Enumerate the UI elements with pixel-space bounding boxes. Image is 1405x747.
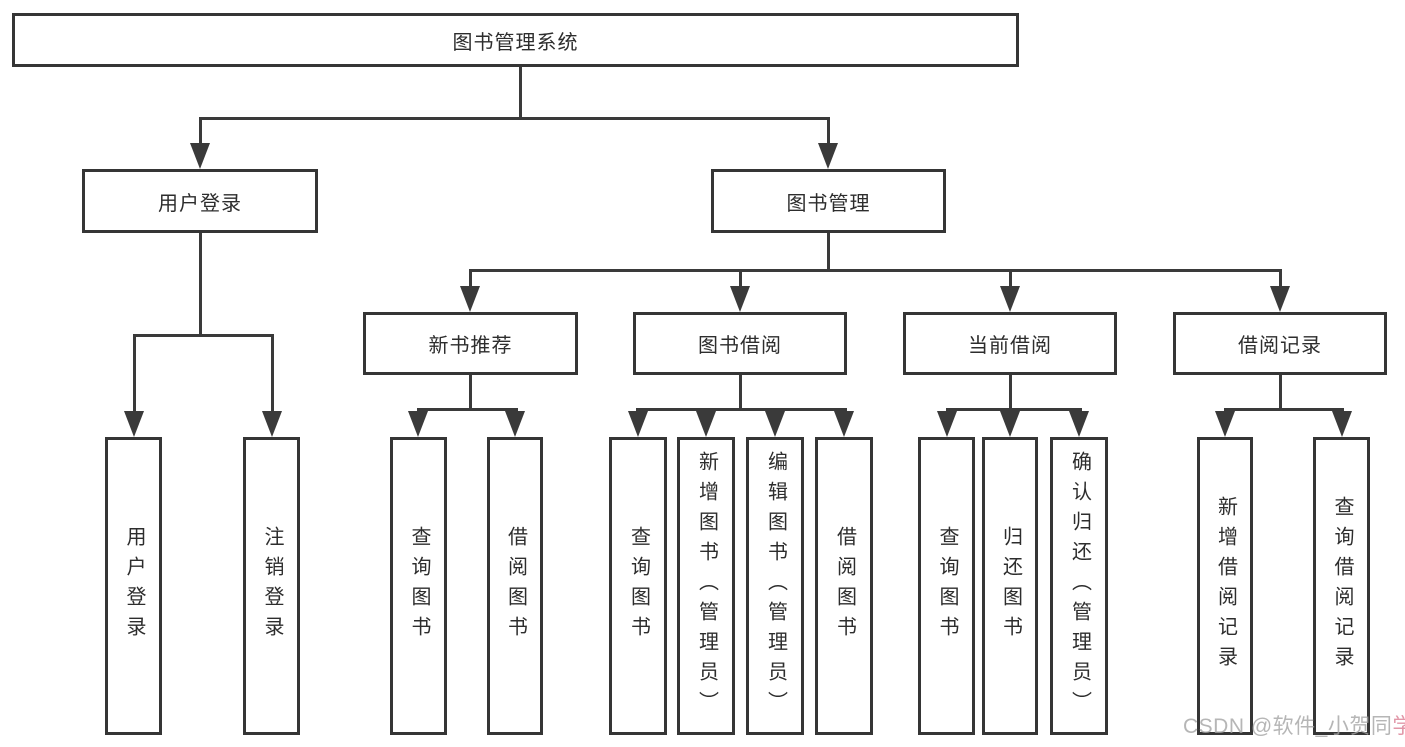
node-user-login: 用户登录 — [82, 169, 318, 233]
arrowhead — [818, 143, 838, 169]
leaf-confirm-return-admin: 确认归还（管理员） — [1050, 437, 1108, 735]
arrowhead — [834, 411, 854, 437]
arrowhead — [1332, 411, 1352, 437]
arrowhead — [628, 411, 648, 437]
connector-book-mgmt-branch — [469, 269, 1282, 272]
leaf-query-borrow-record-label: 查询借阅记录 — [1331, 496, 1353, 676]
node-book-management: 图书管理 — [711, 169, 946, 233]
node-book-borrow-label: 图书借阅 — [698, 335, 782, 357]
leaf-borrow-book-borrow: 借阅图书 — [815, 437, 873, 735]
connector-stem — [827, 117, 830, 146]
connector-book-borrow-branch — [636, 408, 847, 411]
connector-stem — [469, 375, 472, 410]
leaf-add-book-admin-label: 新增图书（管理员） — [695, 451, 718, 721]
arrowhead — [262, 411, 282, 437]
connector-stem — [1009, 375, 1012, 410]
arrowhead — [190, 143, 210, 169]
connector-user-login-branch — [133, 334, 274, 337]
connector-stem — [469, 269, 472, 289]
watermark: CSDN @软件_小贺同学 — [1183, 710, 1405, 740]
arrowhead — [505, 411, 525, 437]
node-current-borrow-label: 当前借阅 — [968, 335, 1052, 357]
node-book-management-label: 图书管理 — [786, 192, 871, 215]
leaf-logout-label: 注销登录 — [261, 526, 283, 646]
connector-stem — [271, 334, 274, 413]
node-root-label: 图书管理系统 — [452, 31, 579, 54]
node-current-borrow: 当前借阅 — [903, 312, 1117, 375]
leaf-add-borrow-record: 新增借阅记录 — [1197, 437, 1253, 735]
connector-stem — [1279, 269, 1282, 289]
watermark-text: CSDN @软件_小贺同 — [1183, 715, 1393, 738]
connector-current-borrow-branch — [946, 408, 1082, 411]
leaf-add-book-admin: 新增图书（管理员） — [677, 437, 735, 735]
connector-stem — [739, 269, 742, 289]
arrowhead — [696, 411, 716, 437]
leaf-query-book-current-label: 查询图书 — [936, 526, 958, 646]
leaf-borrow-book-recommend-label: 借阅图书 — [504, 526, 527, 646]
connector-root-stem — [519, 67, 522, 118]
leaf-query-book-recommend-label: 查询图书 — [408, 526, 430, 646]
arrowhead — [730, 286, 750, 312]
node-borrow-records: 借阅记录 — [1173, 312, 1387, 375]
connector-stem — [1279, 375, 1282, 410]
leaf-return-book-label: 归还图书 — [999, 526, 1022, 646]
connector-records-branch — [1224, 408, 1344, 411]
leaf-edit-book-admin: 编辑图书（管理员） — [746, 437, 804, 735]
connector-stem — [133, 334, 136, 413]
watermark-accent: 学 — [1392, 715, 1405, 738]
node-user-login-label: 用户登录 — [158, 192, 242, 215]
node-book-borrow: 图书借阅 — [633, 312, 847, 375]
connector-root-branch — [199, 117, 830, 120]
connector-stem — [199, 117, 202, 146]
leaf-return-book: 归还图书 — [982, 437, 1038, 735]
arrowhead — [1000, 286, 1020, 312]
leaf-confirm-return-admin-label: 确认归还（管理员） — [1068, 451, 1091, 721]
arrowhead — [408, 411, 428, 437]
arrowhead — [937, 411, 957, 437]
leaf-query-book-borrow-label: 查询图书 — [627, 526, 650, 646]
arrowhead — [1215, 411, 1235, 437]
leaf-query-borrow-record: 查询借阅记录 — [1313, 437, 1370, 735]
arrowhead — [1270, 286, 1290, 312]
connector-book-mgmt-stem — [827, 233, 830, 271]
leaf-add-borrow-record-label: 新增借阅记录 — [1214, 496, 1237, 676]
connector-stem — [739, 375, 742, 410]
leaf-query-book-borrow: 查询图书 — [609, 437, 667, 735]
connector-stem — [1009, 269, 1012, 289]
leaf-borrow-book-borrow-label: 借阅图书 — [833, 526, 856, 646]
arrowhead — [1000, 411, 1020, 437]
leaf-query-book-recommend: 查询图书 — [390, 437, 447, 735]
node-new-book-recommend-label: 新书推荐 — [428, 335, 513, 357]
node-borrow-records-label: 借阅记录 — [1238, 335, 1322, 357]
leaf-edit-book-admin-label: 编辑图书（管理员） — [764, 451, 787, 721]
arrowhead — [1069, 411, 1089, 437]
arrowhead — [460, 286, 480, 312]
arrowhead — [124, 411, 144, 437]
leaf-user-login: 用户登录 — [105, 437, 162, 735]
leaf-borrow-book-recommend: 借阅图书 — [487, 437, 543, 735]
connector-user-login-stem — [199, 233, 202, 336]
node-new-book-recommend: 新书推荐 — [363, 312, 578, 375]
arrowhead — [765, 411, 785, 437]
leaf-user-login-label: 用户登录 — [123, 526, 145, 646]
leaf-logout: 注销登录 — [243, 437, 300, 735]
node-root: 图书管理系统 — [12, 13, 1019, 67]
connector-new-book-branch — [417, 408, 518, 411]
leaf-query-book-current: 查询图书 — [918, 437, 975, 735]
